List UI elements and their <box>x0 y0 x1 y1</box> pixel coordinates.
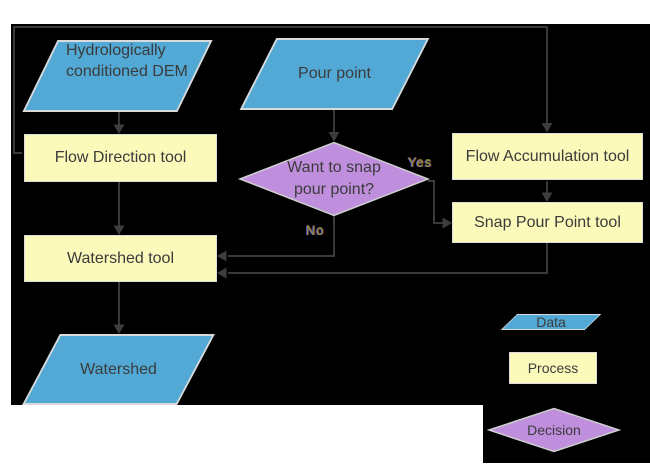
arrowhead-watershed <box>113 324 125 334</box>
node-flow-accumulation: Flow Accumulation tool <box>452 133 643 180</box>
node-snap-decision-label: Want to snap pour point? <box>287 159 381 198</box>
legend-decision-label: Decision <box>527 422 581 438</box>
arrowhead-snap-left <box>442 217 452 229</box>
node-snap-decision-shape <box>237 141 431 217</box>
arrowhead-watershed-tool-right-2 <box>217 267 227 279</box>
edge-flow-direction-to-flow-accumulation <box>13 26 548 154</box>
edge-snap-to-watershed-tool <box>228 243 548 274</box>
legend-process: Process <box>509 352 597 384</box>
node-hydro-dem-label: Hydrologically conditioned DEM <box>66 42 188 80</box>
edge-decision-no-to-watershed-tool <box>228 215 335 257</box>
edge-label-no: No <box>306 223 325 238</box>
node-flow-direction: Flow Direction tool <box>24 134 217 182</box>
arrowhead-decision-top <box>328 132 340 142</box>
node-pour-point-label: Pour point <box>298 65 371 82</box>
arrowhead-flow-direction <box>113 124 125 134</box>
arrowhead-flow-accumulation <box>541 123 553 133</box>
legend-data-label: Data <box>536 313 566 330</box>
arrowhead-watershed-tool-top <box>113 225 125 235</box>
node-snap-pour-point: Snap Pour Point tool <box>452 202 643 243</box>
node-watershed-label: Watershed <box>80 360 157 378</box>
edge-label-yes: Yes <box>408 155 433 170</box>
arrowhead-watershed-tool-right-1 <box>217 250 227 262</box>
edge-decision-yes-to-snap <box>428 180 443 224</box>
node-watershed-tool: Watershed tool <box>24 235 217 282</box>
legend-decision-shape <box>486 407 622 453</box>
arrowhead-snap-top <box>541 192 553 202</box>
